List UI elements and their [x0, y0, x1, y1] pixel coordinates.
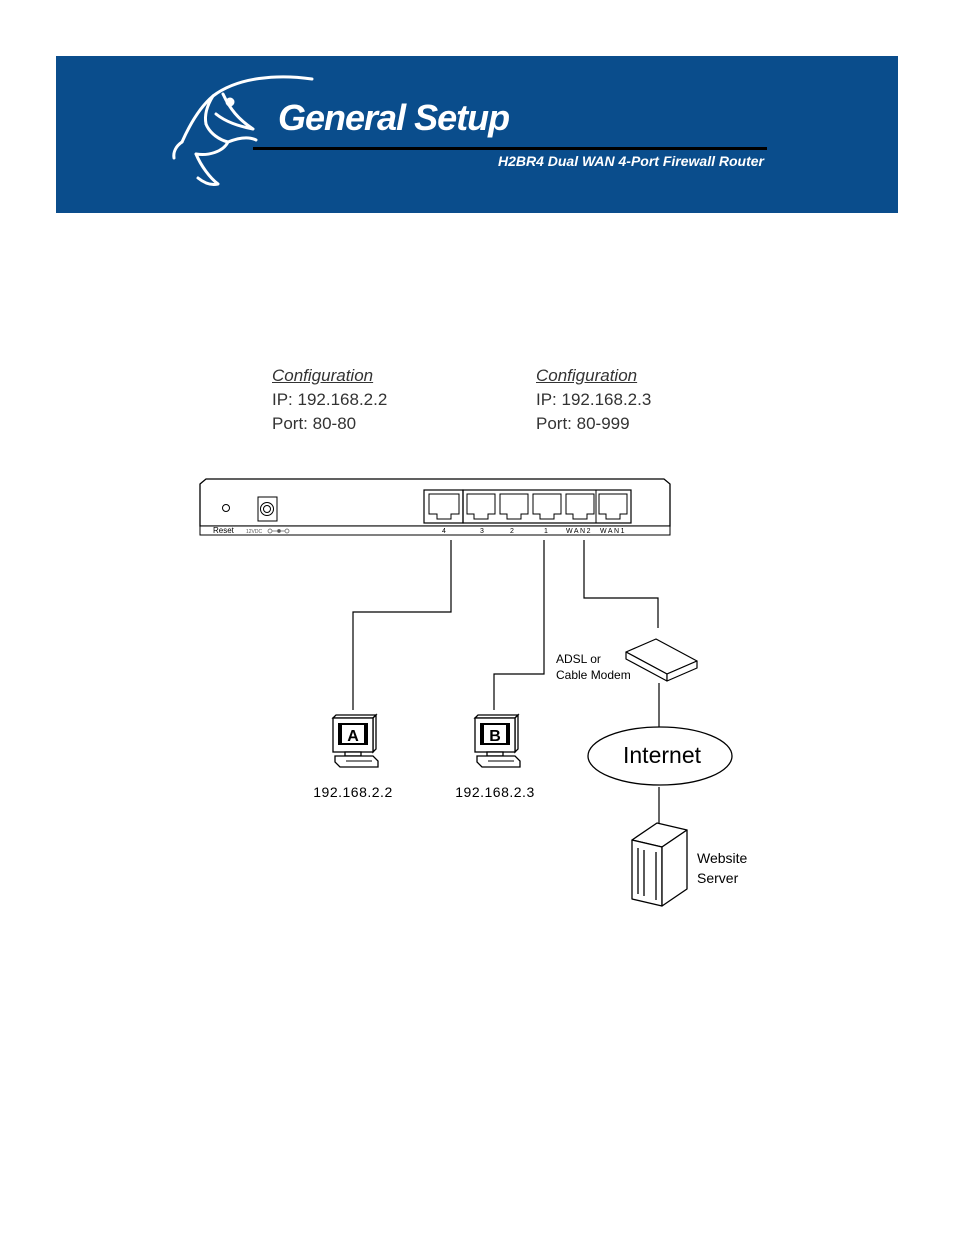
cables: [353, 540, 659, 825]
server-label-line2: Server: [697, 870, 739, 886]
computer-a-letter: A: [347, 728, 359, 745]
computer-a: A 192.168.2.2: [313, 715, 392, 800]
modem-label-line1: ADSL or: [556, 652, 601, 666]
power-label: 12VDC: [246, 529, 263, 535]
router: Reset 12VDC 4 3 2 1 WAN2 WAN1: [200, 479, 670, 535]
port-label-2: 2: [510, 528, 514, 535]
cable-wan2-to-modem: [584, 540, 658, 628]
computer-b-ip: 192.168.2.3: [455, 784, 534, 800]
computer-a-ip: 192.168.2.2: [313, 784, 392, 800]
port-label-1: 1: [544, 528, 548, 535]
server-icon: [632, 823, 687, 906]
modem-icon: [626, 639, 697, 681]
internet-label: Internet: [623, 742, 702, 768]
computer-b: B 192.168.2.3: [455, 715, 534, 800]
server-label-line1: Website: [697, 850, 748, 866]
reset-label: Reset: [213, 526, 235, 535]
port-label-4: 4: [442, 528, 446, 535]
computer-b-letter: B: [489, 728, 501, 745]
modem-label-line2: Cable Modem: [556, 668, 631, 682]
port-label-3: 3: [480, 528, 484, 535]
port-label-wan1: WAN1: [600, 528, 626, 535]
cable-port4-to-computer-a: [353, 540, 451, 710]
cable-port1-to-computer-b: [494, 540, 544, 710]
port-label-wan2: WAN2: [566, 528, 592, 535]
